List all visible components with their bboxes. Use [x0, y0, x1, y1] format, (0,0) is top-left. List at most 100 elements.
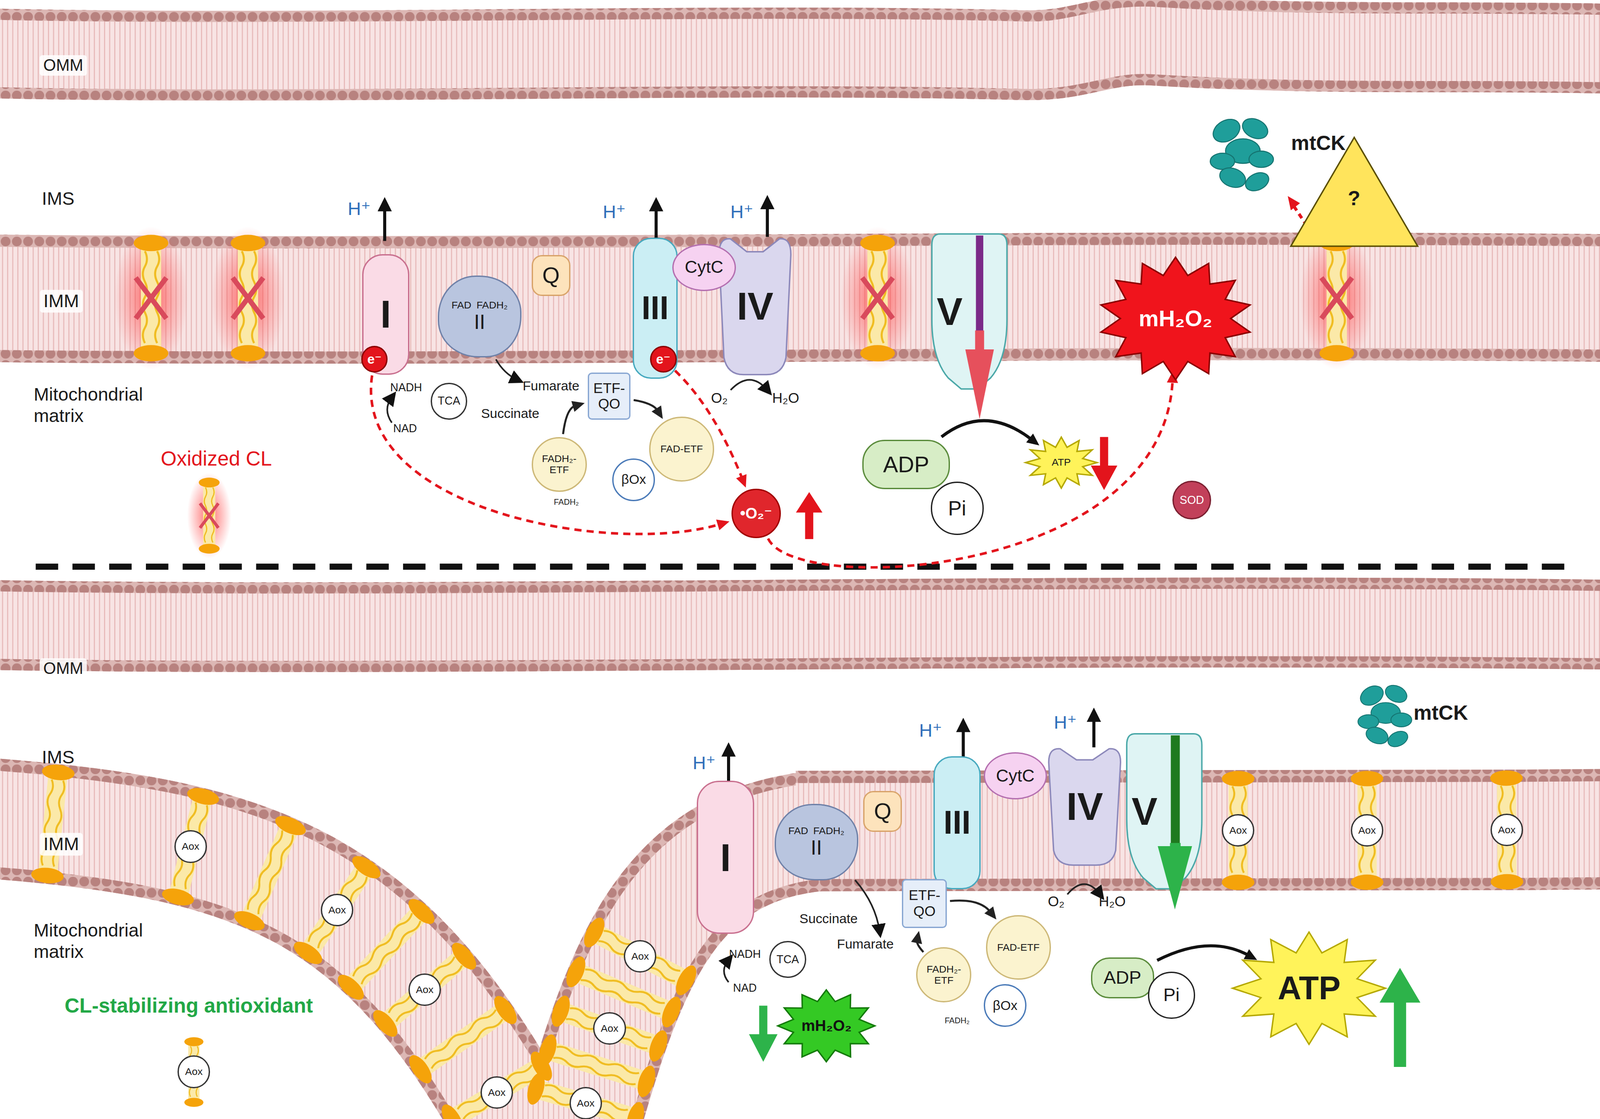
connector-line — [767, 379, 1173, 567]
hydrogen-peroxide-burst: mH₂O₂ — [777, 989, 875, 1062]
ubiquinone: Q — [531, 254, 571, 296]
node-text: I — [719, 836, 731, 879]
node-text: •O₂⁻ — [739, 505, 772, 522]
text-label: O₂ — [711, 389, 728, 407]
electron-leak-arrow — [371, 375, 730, 534]
node-text: CytC — [684, 257, 724, 277]
text-label: IMS — [41, 188, 75, 210]
text-label: NAD — [733, 981, 757, 994]
phosphate: Pi — [1147, 971, 1195, 1019]
node-text: FAD — [788, 824, 809, 837]
electron: e⁻ — [650, 345, 677, 373]
node-text: βOx — [621, 472, 647, 487]
complex-ii: FADFADH₂II — [774, 803, 859, 881]
cytochrome-c: CytC — [983, 751, 1047, 799]
antioxidant-marker: Aox — [320, 893, 354, 926]
complex-ii: FADFADH₂II — [437, 275, 522, 357]
node-text: IV — [736, 284, 774, 328]
node-text: mH₂O₂ — [801, 1017, 852, 1035]
complex-iii: III — [933, 755, 981, 889]
atp-synthase: V — [1123, 731, 1205, 890]
fad-etf: FAD-ETF — [649, 416, 715, 482]
antioxidant-marker: Aox — [1490, 813, 1524, 846]
atp-synthase: V — [928, 232, 1011, 391]
text-label: H⁺ — [730, 201, 754, 223]
text-label: Mitochondrial matrix — [33, 919, 187, 962]
antioxidant-marker: Aox — [1221, 813, 1255, 847]
node-text: e⁻ — [656, 351, 671, 367]
phosphate: Pi — [930, 481, 984, 535]
arrow-head — [735, 473, 747, 488]
text-label: H⁺ — [692, 752, 716, 774]
node-text: βOx — [992, 997, 1018, 1013]
etf-qo: ETF-QO — [587, 372, 631, 420]
node-text: SOD — [1179, 493, 1205, 507]
node-text: Aox — [577, 1097, 595, 1109]
tca-cycle: TCA — [769, 940, 807, 978]
electron-transfer-arrow — [911, 930, 924, 952]
hydrogen-peroxide-burst: mH₂O₂ — [1098, 257, 1253, 380]
beta-oxidation: βOx — [612, 458, 655, 502]
node-text: Q — [873, 798, 892, 824]
mtck-label: mtCK — [1282, 127, 1355, 159]
text-label: IMS — [41, 746, 75, 768]
node-text: mH₂O₂ — [1138, 306, 1213, 331]
node-text: IV — [1066, 784, 1104, 828]
arrow-head — [911, 930, 923, 944]
connector-line — [949, 900, 991, 912]
node-text: Q — [542, 262, 560, 288]
node-text: Pi — [948, 496, 967, 520]
antioxidant-marker: Aox — [177, 1054, 211, 1088]
node-text: Aox — [631, 950, 650, 962]
text-label: H⁺ — [919, 719, 943, 741]
adp: ADP — [862, 439, 950, 489]
connector-line — [941, 420, 1032, 440]
node-text: CytC — [996, 766, 1035, 786]
node-text: FAD-ETF — [997, 941, 1040, 953]
text-label: Fumarate — [836, 936, 894, 952]
node-text: II — [473, 310, 485, 333]
node-text: V — [936, 290, 963, 333]
electron: e⁻ — [361, 345, 388, 373]
node-text: III — [943, 804, 971, 841]
text-label: H⁺ — [602, 201, 627, 223]
connector-line — [1157, 945, 1249, 961]
node-text: Aox — [181, 840, 200, 852]
fadh2-etf: FADH₂-ETF — [531, 436, 587, 493]
node-text: ADP — [1103, 967, 1142, 988]
text-label: H⁺ — [347, 198, 371, 220]
text-label: IMM — [39, 289, 83, 313]
node-text: FAD — [451, 299, 472, 311]
node-text: FADH₂ — [813, 824, 845, 837]
atp-burst: ATP — [1232, 931, 1386, 1044]
node-text: ETF-QO — [589, 380, 630, 413]
text-label: Fumarate — [522, 378, 580, 394]
atp-burst: ATP — [1025, 436, 1098, 489]
electron-transfer-arrow — [633, 400, 663, 419]
antioxidant-marker: Aox — [480, 1075, 514, 1109]
text-row: II — [473, 310, 485, 333]
antioxidant-marker: Aox — [1350, 813, 1384, 847]
tca-cycle: TCA — [430, 382, 468, 420]
node-text: ATP — [1277, 969, 1341, 1007]
etf-qo: ETF-QO — [901, 878, 947, 928]
fadh2-etf: FADH₂-ETF — [916, 946, 972, 1003]
antioxidant-marker: Aox — [408, 973, 441, 1006]
node-text: I — [380, 292, 392, 336]
cytochrome-c: CytC — [672, 243, 736, 291]
node-text: ADP — [883, 452, 930, 477]
fad-etf: FAD-ETF — [985, 914, 1051, 980]
text-label: H₂O — [1098, 892, 1126, 910]
mtck-label: mtCK — [1405, 696, 1477, 728]
ubiquinone: Q — [863, 790, 902, 832]
legend-text: Oxidized CL — [160, 446, 272, 470]
connector-line — [371, 375, 721, 534]
node-text: III — [641, 290, 669, 327]
arrow-head — [1243, 949, 1257, 960]
complex-i: I — [696, 780, 754, 934]
phosphorylation-arrow — [1157, 945, 1258, 961]
superoxide: •O₂⁻ — [731, 488, 781, 538]
node-text: FAD-ETF — [660, 443, 704, 455]
warning-sign: ? — [1286, 133, 1422, 250]
text-label: FADH₂ — [553, 497, 579, 507]
